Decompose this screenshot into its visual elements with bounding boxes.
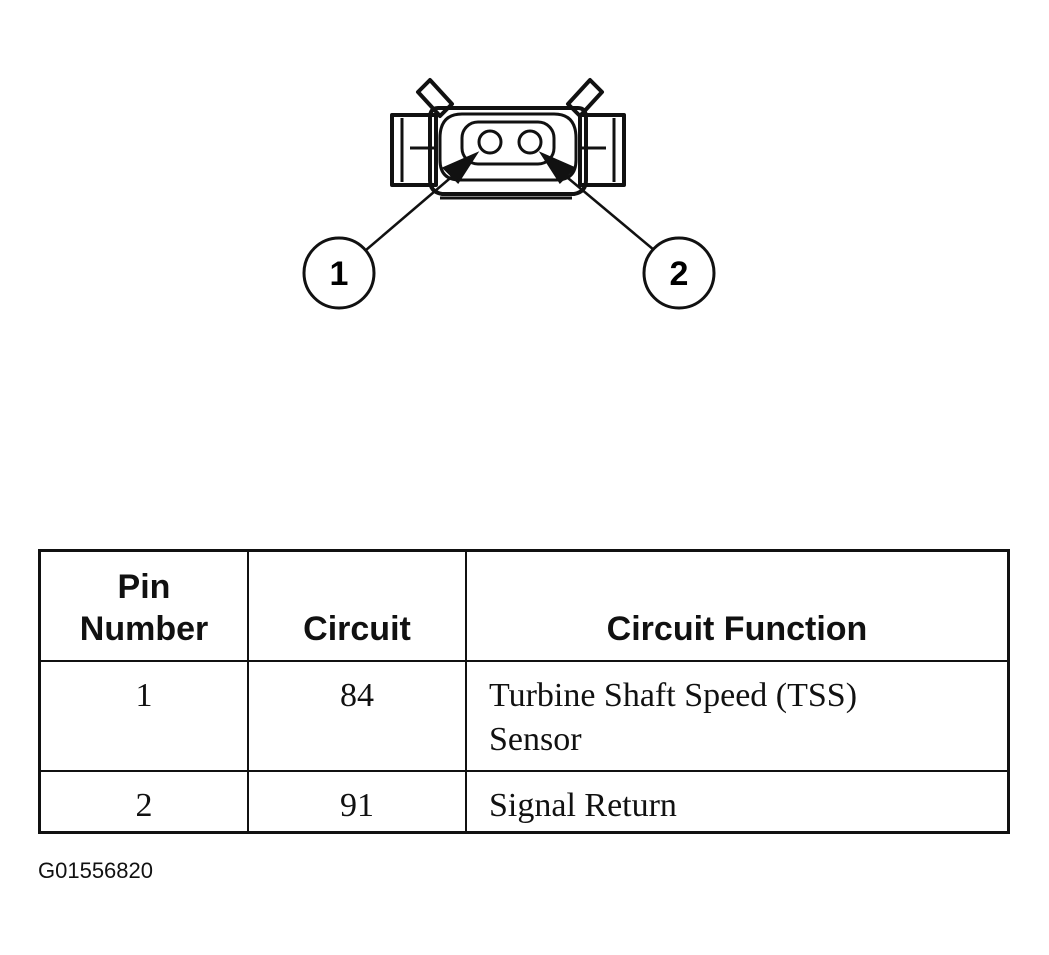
header-circuit-function: Circuit Function: [465, 549, 1010, 662]
right-latch: [578, 113, 626, 187]
pin-cavity-frame: [460, 120, 556, 166]
pin-table-header: Pin Number Circuit Circuit Function: [38, 549, 1010, 662]
figure-id: G01556820: [38, 858, 153, 883]
arrowhead-1: [441, 151, 480, 184]
header-circuit: Circuit: [247, 549, 467, 662]
header-pin-line1: Pin: [117, 568, 171, 606]
callout-1-label: 1: [330, 255, 349, 293]
table-row: 1 84 Turbine Shaft Speed (TSS) Sensor: [38, 660, 1010, 772]
connector-inner-housing: [438, 112, 578, 182]
cell-function-line1: Signal Return: [489, 787, 677, 824]
callout-2-label: 2: [670, 255, 689, 293]
cell-function: Signal Return: [465, 770, 1010, 834]
table-row: 2 91 Signal Return: [38, 770, 1010, 834]
left-latch: [390, 113, 438, 187]
pin-2-terminal: [517, 129, 543, 155]
leader-line-2: [555, 167, 655, 251]
pin-table: Pin Number Circuit Circuit Function 1 84…: [38, 549, 1010, 834]
pin-table-body: 1 84 Turbine Shaft Speed (TSS) Sensor 2 …: [38, 660, 1010, 834]
callout-leaders: [365, 151, 655, 251]
cell-circuit: 91: [247, 770, 467, 834]
callout-2: 2: [642, 236, 716, 310]
pin-1-terminal: [477, 129, 503, 155]
cell-circuit: 84: [247, 660, 467, 772]
header-row: Pin Number Circuit Circuit Function: [38, 549, 1010, 662]
connector-body: [390, 78, 626, 200]
cell-function-line1: Turbine Shaft Speed (TSS): [489, 677, 858, 714]
connector-diagram: 1 2: [302, 78, 716, 310]
cell-pin: 2: [38, 770, 249, 834]
connector-outer-housing: [428, 106, 588, 196]
cell-function-line2: Sensor: [489, 721, 582, 758]
header-pin-number: Pin Number: [38, 549, 249, 662]
cell-function: Turbine Shaft Speed (TSS) Sensor: [465, 660, 1010, 772]
leader-line-1: [365, 167, 463, 251]
arrowhead-2: [538, 151, 577, 184]
left-top-tab: [416, 78, 454, 118]
cell-pin: 1: [38, 660, 249, 772]
header-pin-line2: Number: [79, 610, 209, 648]
right-top-tab: [566, 78, 604, 118]
callout-1: 1: [302, 236, 376, 310]
